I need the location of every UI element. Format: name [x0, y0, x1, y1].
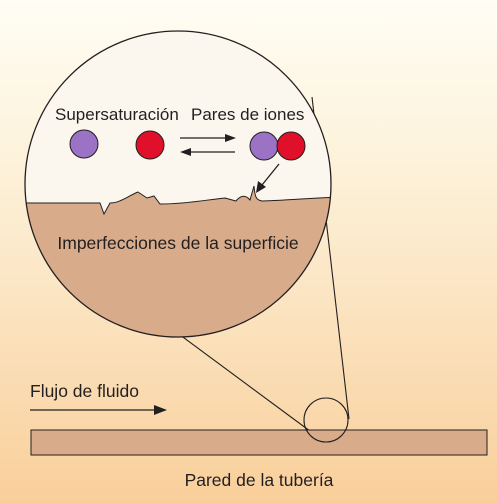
label-surface-imperfections: Imperfecciones de la superficie	[57, 233, 298, 253]
label-ion-pairs: Pares de iones	[191, 105, 304, 124]
ion-purple-single	[69, 129, 99, 159]
ion-red-single	[135, 130, 165, 160]
ion-pair-purple	[249, 131, 279, 161]
equilibrium-arrows-icon	[180, 134, 236, 156]
label-supersaturation: Supersaturación	[55, 105, 179, 124]
pipe-wall	[30, 429, 488, 456]
zoom-circle	[303, 397, 349, 443]
magnifier-circle	[24, 30, 332, 338]
surface-region	[25, 185, 331, 337]
ion-pair-red	[276, 131, 306, 161]
deposition-arrow-icon	[256, 163, 280, 193]
label-fluid-flow: Flujo de fluido	[30, 381, 139, 401]
label-pipe-wall: Pared de la tubería	[185, 470, 334, 490]
flow-arrow-icon	[30, 405, 167, 415]
